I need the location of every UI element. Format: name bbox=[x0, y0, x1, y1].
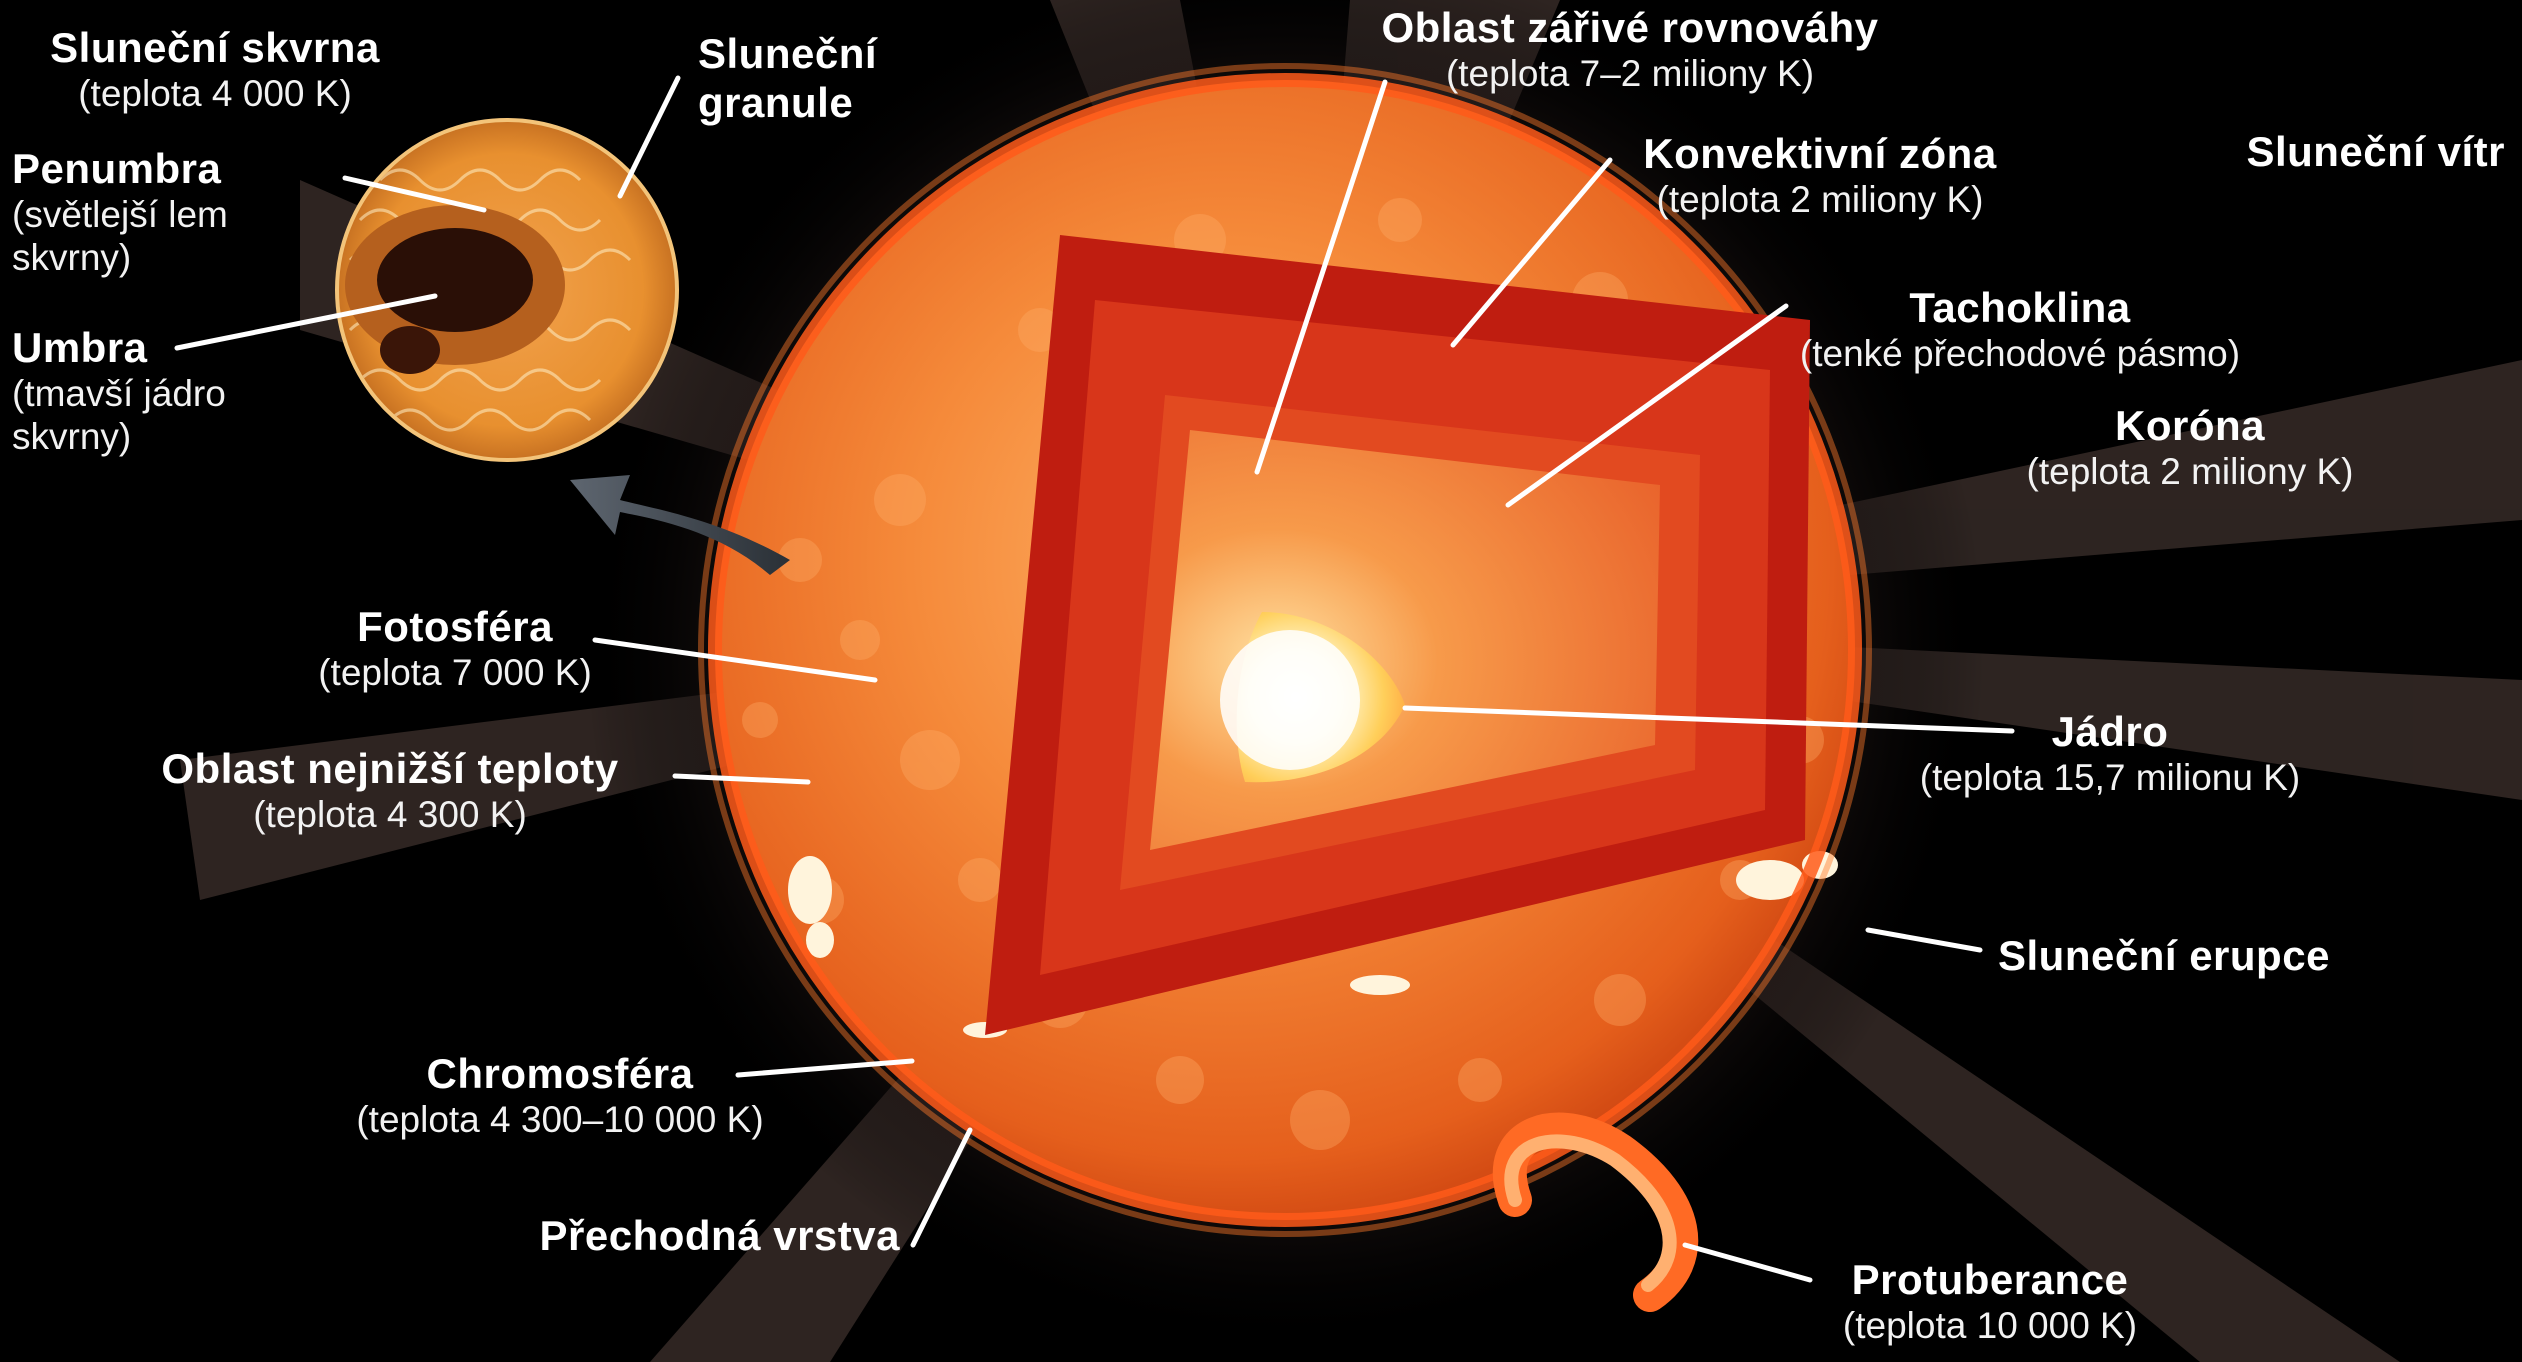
label-prominence-title: Protuberance bbox=[1800, 1256, 2180, 1305]
label-temperature-minimum: Oblast nejnižší teploty (teplota 4 300 K… bbox=[110, 745, 670, 837]
label-penumbra-title: Penumbra bbox=[12, 145, 242, 194]
label-convective-sub: (teplota 2 miliony K) bbox=[1600, 179, 2040, 222]
label-chromosphere: Chromosféra (teplota 4 300–10 000 K) bbox=[300, 1050, 820, 1142]
leader-granules bbox=[620, 78, 678, 196]
label-core: Jádro (teplota 15,7 milionu K) bbox=[1880, 708, 2340, 800]
label-umbra-title: Umbra bbox=[12, 324, 242, 373]
label-photosphere-sub: (teplota 7 000 K) bbox=[285, 652, 625, 695]
label-transition-region: Přechodná vrstva bbox=[450, 1212, 900, 1261]
label-penumbra: Penumbra (světlejší lem skvrny) bbox=[12, 145, 242, 280]
umbra-region bbox=[377, 228, 533, 332]
label-core-title: Jádro bbox=[1880, 708, 2340, 757]
label-solar-flare: Sluneční erupce bbox=[1998, 932, 2418, 981]
label-solar-wind-title: Sluneční vítr bbox=[2150, 128, 2505, 177]
label-corona-sub: (teplota 2 miliony K) bbox=[1990, 451, 2390, 494]
label-radiative-title: Oblast zářivé rovnováhy bbox=[1330, 4, 1930, 53]
label-transition-title: Přechodná vrstva bbox=[450, 1212, 900, 1261]
label-temp-min-title: Oblast nejnižší teploty bbox=[110, 745, 670, 794]
label-prominence-sub: (teplota 10 000 K) bbox=[1800, 1305, 2180, 1348]
label-radiative-sub: (teplota 7–2 miliony K) bbox=[1330, 53, 1930, 96]
label-core-sub: (teplota 15,7 milionu K) bbox=[1880, 757, 2340, 800]
label-tachocline-title: Tachoklina bbox=[1780, 284, 2260, 333]
label-photosphere: Fotosféra (teplota 7 000 K) bbox=[285, 603, 625, 695]
label-radiative-zone: Oblast zářivé rovnováhy (teplota 7–2 mil… bbox=[1330, 4, 1930, 96]
label-tachocline-sub: (tenké přechodové pásmo) bbox=[1780, 333, 2260, 376]
label-sunspot: Sluneční skvrna (teplota 4 000 K) bbox=[30, 24, 400, 116]
label-temp-min-sub: (teplota 4 300 K) bbox=[110, 794, 670, 837]
label-solar-wind: Sluneční vítr bbox=[2150, 128, 2505, 177]
label-tachocline: Tachoklina (tenké přechodové pásmo) bbox=[1780, 284, 2260, 376]
label-chromosphere-sub: (teplota 4 300–10 000 K) bbox=[300, 1099, 820, 1142]
label-granules: Sluneční granule bbox=[698, 30, 888, 127]
label-corona-title: Koróna bbox=[1990, 402, 2390, 451]
label-convective-zone: Konvektivní zóna (teplota 2 miliony K) bbox=[1600, 130, 2040, 222]
label-photosphere-title: Fotosféra bbox=[285, 603, 625, 652]
label-prominence: Protuberance (teplota 10 000 K) bbox=[1800, 1256, 2180, 1348]
label-corona: Koróna (teplota 2 miliony K) bbox=[1990, 402, 2390, 494]
label-umbra-sub: (tmavší jádro skvrny) bbox=[12, 373, 242, 459]
sunspot-inset bbox=[337, 120, 677, 460]
label-chromosphere-title: Chromosféra bbox=[300, 1050, 820, 1099]
label-granules-title: Sluneční granule bbox=[698, 30, 888, 127]
leader-prominence bbox=[1685, 1245, 1810, 1280]
label-flare-title: Sluneční erupce bbox=[1998, 932, 2418, 981]
label-penumbra-sub: (světlejší lem skvrny) bbox=[12, 194, 242, 280]
label-sunspot-title: Sluneční skvrna bbox=[30, 24, 400, 73]
label-umbra: Umbra (tmavší jádro skvrny) bbox=[12, 324, 242, 459]
label-sunspot-sub: (teplota 4 000 K) bbox=[30, 73, 400, 116]
label-convective-title: Konvektivní zóna bbox=[1600, 130, 2040, 179]
